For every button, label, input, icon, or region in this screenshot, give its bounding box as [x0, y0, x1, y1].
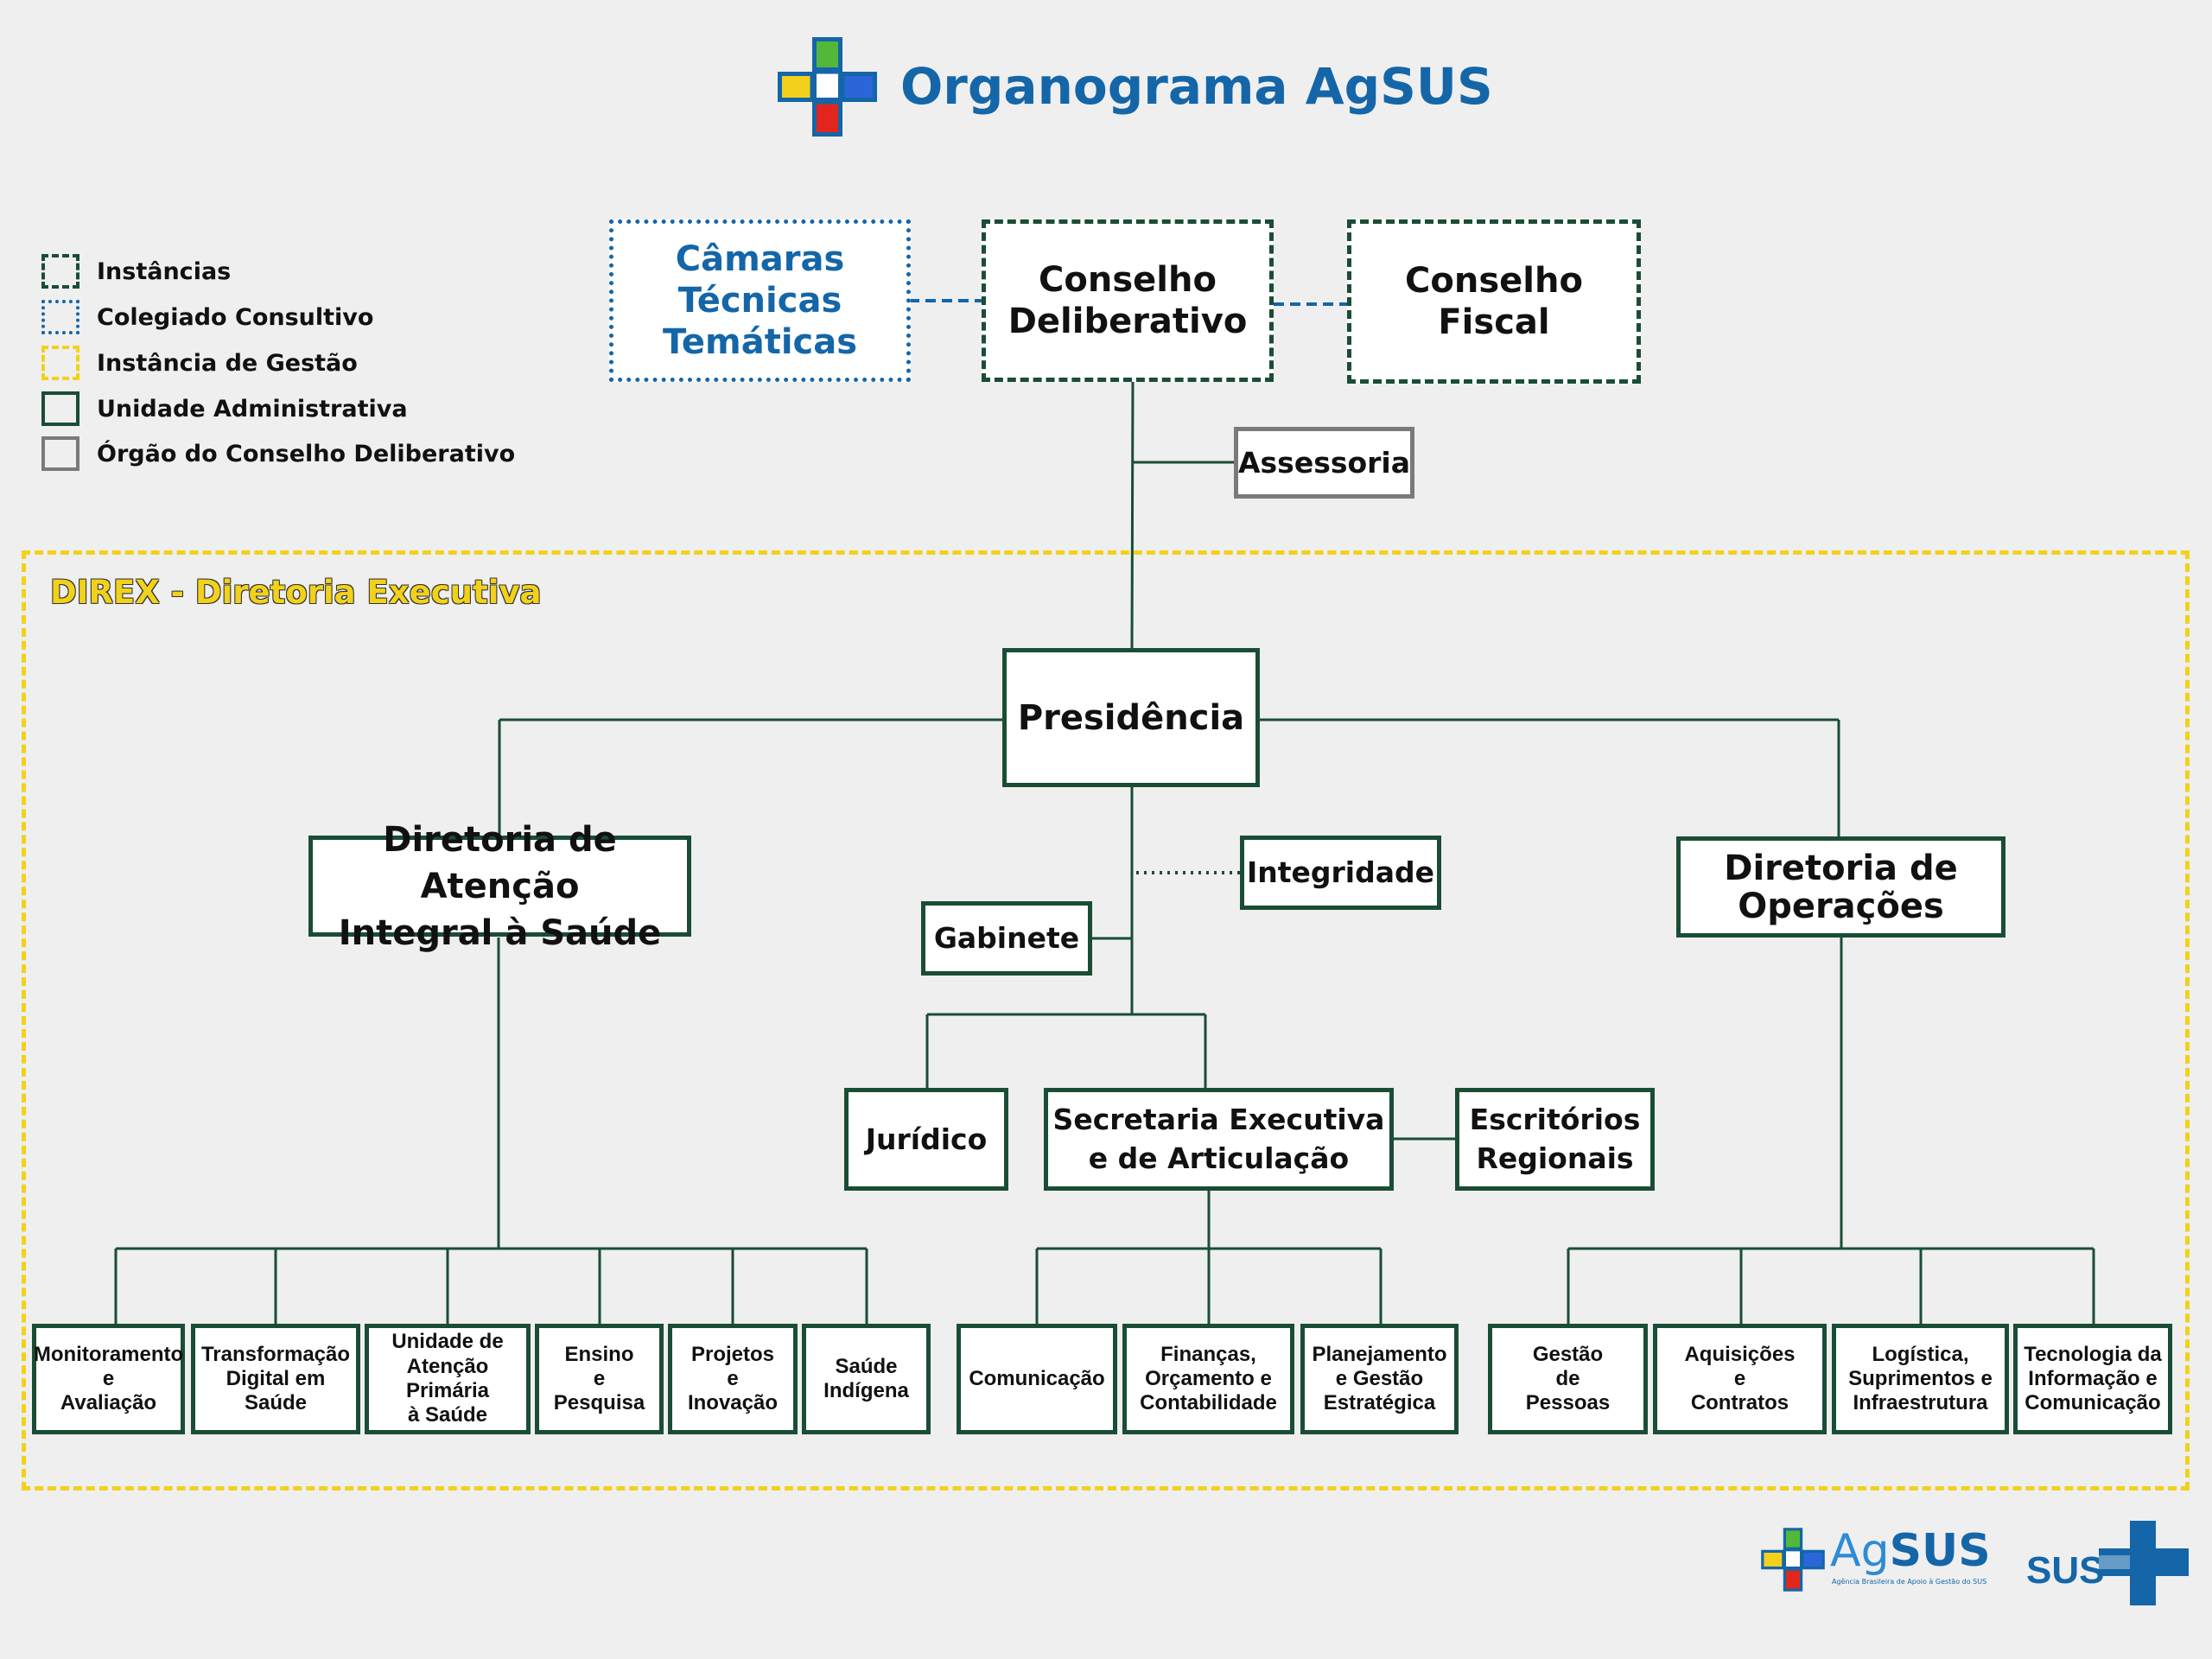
node-monitoramento[interactable]: Monitoramento e Avaliação: [32, 1324, 185, 1434]
node-transformacao-digital[interactable]: Transformação Digital em Saúde: [191, 1324, 360, 1434]
node-ensino-pesquisa[interactable]: Ensino e Pesquisa: [535, 1324, 664, 1434]
node-logistica[interactable]: Logística, Suprimentos e Infraestrutura: [1832, 1324, 2009, 1434]
node-diretoria-operacoes[interactable]: Diretoria de Operações: [1676, 836, 2005, 938]
node-aquisicoes-contratos[interactable]: Aquisições e Contratos: [1653, 1324, 1827, 1434]
sus-logo-icon: SUS: [2026, 1521, 2189, 1605]
legend-label: Colegiado Consultivo: [97, 303, 374, 331]
agsus-tagline: Agência Brasileira de Apoio à Gestão do …: [1832, 1578, 1987, 1586]
node-financas[interactable]: Finanças, Orçamento e Contabilidade: [1122, 1324, 1294, 1434]
node-assessoria[interactable]: Assessoria: [1234, 427, 1414, 499]
node-gabinete[interactable]: Gabinete: [921, 901, 1092, 976]
agsus-wordmark: AgSUS: [1830, 1525, 1991, 1577]
node-diretoria-atencao[interactable]: Diretoria de Atenção Integral à Saúde: [308, 820, 691, 953]
node-integridade[interactable]: Integridade: [1240, 836, 1441, 910]
legend-item-instancia-gestao: Instância de Gestão: [41, 344, 358, 382]
agsus-wordmark-ag: Ag: [1830, 1525, 1890, 1577]
legend-swatch-dashed-yellow: [41, 346, 79, 380]
node-conselho-fiscal[interactable]: Conselho Fiscal: [1347, 219, 1641, 384]
node-juridico[interactable]: Jurídico: [844, 1088, 1008, 1191]
node-camaras-tecnicas[interactable]: Câmaras Técnicas Temáticas: [609, 219, 911, 382]
agsus-wordmark-sus: SUS: [1889, 1525, 1991, 1577]
legend-label: Unidade Administrativa: [97, 395, 408, 423]
node-gestao-pessoas[interactable]: Gestão de Pessoas: [1488, 1324, 1648, 1434]
node-projetos-inovacao[interactable]: Projetos e Inovação: [668, 1324, 798, 1434]
agsus-footer-logo-icon: [1761, 1528, 1825, 1592]
legend-item-unidade: Unidade Administrativa: [41, 390, 408, 428]
node-secretaria-executiva[interactable]: Secretaria Executiva e de Articulação: [1044, 1088, 1394, 1191]
direx-frame: [22, 550, 2190, 1491]
legend-swatch-dotted-blue: [41, 300, 79, 334]
node-comunicacao[interactable]: Comunicação: [957, 1324, 1117, 1434]
legend-label: Instância de Gestão: [97, 349, 358, 377]
legend-item-colegiado: Colegiado Consultivo: [41, 298, 373, 336]
node-escritorios-regionais[interactable]: Escritórios Regionais: [1455, 1088, 1655, 1191]
legend-swatch-solid-green: [41, 391, 79, 426]
legend-swatch-solid-gray: [41, 436, 79, 471]
node-tecnologia[interactable]: Tecnologia da Informação e Comunicação: [2013, 1324, 2172, 1434]
legend-swatch-dashed-green: [41, 254, 79, 289]
node-conselho-deliberativo[interactable]: Conselho Deliberativo: [982, 219, 1274, 382]
page-title: Organograma AgSUS: [900, 57, 1493, 116]
legend-item-orgao: Órgão do Conselho Deliberativo: [41, 435, 515, 473]
direx-title: DIREX - Diretoria Executiva: [50, 574, 542, 611]
sus-logo-text: SUS: [2026, 1549, 2104, 1592]
node-presidencia[interactable]: Presidência: [1002, 648, 1260, 787]
node-saude-indigena[interactable]: Saúde Indígena: [802, 1324, 931, 1434]
legend-label: Instâncias: [97, 257, 232, 285]
agsus-logo-icon: [778, 37, 877, 137]
legend-label: Órgão do Conselho Deliberativo: [97, 440, 516, 467]
legend-item-instancias: Instâncias: [41, 252, 231, 290]
node-planejamento[interactable]: Planejamento e Gestão Estratégica: [1300, 1324, 1459, 1434]
node-unidade-atencao-primaria[interactable]: Unidade de Atenção Primária à Saúde: [365, 1324, 531, 1434]
